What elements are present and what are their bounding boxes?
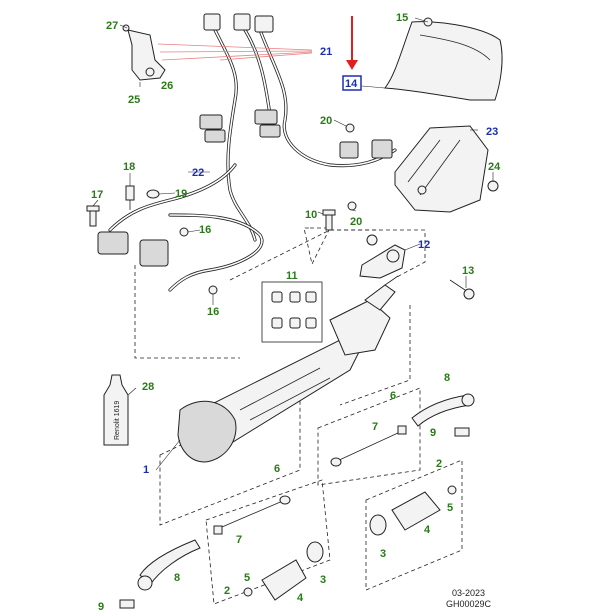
callout-23: 23 — [486, 126, 498, 138]
callout-11: 11 — [286, 270, 298, 282]
nut-7-right — [397, 425, 407, 435]
nut-9-right — [454, 427, 470, 437]
bolt-24 — [487, 180, 499, 192]
callout-6: 6 — [390, 390, 396, 402]
callout-17: 17 — [91, 189, 103, 201]
clamp-3-left — [306, 541, 324, 563]
callout-16: 16 — [207, 306, 219, 318]
callout-13: 13 — [462, 265, 474, 277]
callout-25: 25 — [128, 94, 140, 106]
callout-24: 24 — [488, 161, 501, 173]
callout-3: 3 — [380, 548, 386, 560]
callout-26: 26 — [161, 80, 173, 92]
tube-label: Renolit 1619 — [114, 401, 121, 440]
callout-18: 18 — [123, 161, 135, 173]
tie-rod-6-left — [214, 495, 291, 531]
callout-6: 6 — [274, 463, 280, 475]
bolt-10 — [322, 209, 336, 231]
grease-tube-28 — [103, 374, 129, 446]
wiring-harness-21 — [199, 13, 397, 242]
footer-code: GH00029C — [446, 599, 492, 609]
boot-4-left — [261, 559, 307, 601]
clamp-5-left — [243, 587, 253, 597]
wiring-harness-22 — [97, 163, 264, 292]
callout-7: 7 — [372, 421, 378, 433]
callout-15: 15 — [396, 12, 408, 24]
callout-5: 5 — [244, 572, 250, 584]
clip-20b — [347, 201, 357, 211]
highlight-arrow — [346, 16, 358, 70]
leader-lines-21 — [157, 43, 313, 61]
group-frames — [134, 227, 463, 605]
nut-9-left — [119, 599, 135, 609]
clamp-3-right — [369, 514, 387, 536]
sensor-18 — [125, 185, 135, 210]
callout-5: 5 — [447, 502, 453, 514]
callout-16: 16 — [199, 224, 211, 236]
mount-12 — [359, 234, 406, 279]
steering-rack-1 — [177, 275, 399, 463]
callout-2: 2 — [224, 585, 230, 597]
bolt-16b — [208, 285, 218, 295]
callout-4: 4 — [424, 524, 431, 536]
clip-19 — [146, 189, 160, 199]
clip-20a — [345, 123, 355, 133]
bushings-11 — [261, 281, 323, 343]
bolt-13 — [449, 279, 475, 300]
tie-rod-6-right — [330, 431, 401, 467]
tie-rod-end-8-left — [137, 539, 201, 591]
leader-lines — [92, 17, 494, 471]
callout-22: 22 — [192, 167, 204, 179]
callout-labels: 1 2 2 3 3 4 4 5 5 6 6 7 7 8 8 9 9 10 11 … — [91, 12, 501, 612]
callout-14: 14 — [345, 78, 358, 90]
bracket-25 — [122, 24, 166, 81]
tie-rod-end-8-right — [411, 393, 475, 427]
callout-2: 2 — [436, 458, 442, 470]
callout-20: 20 — [350, 216, 362, 228]
boot-4-right — [391, 491, 441, 531]
callout-9: 9 — [98, 601, 104, 612]
callout-20: 20 — [320, 115, 332, 127]
callout-1: 1 — [143, 464, 149, 476]
callout-9: 9 — [430, 427, 436, 439]
callout-4: 4 — [297, 592, 304, 604]
callout-10: 10 — [305, 209, 317, 221]
callout-28: 28 — [142, 381, 154, 393]
heat-shield-23 — [394, 125, 489, 213]
callout-12: 12 — [418, 239, 430, 251]
bolt-16a — [179, 227, 189, 237]
callout-19: 19 — [175, 188, 187, 200]
callout-7: 7 — [236, 534, 242, 546]
callout-8: 8 — [444, 372, 450, 384]
cover-14 — [384, 17, 503, 101]
callout-8: 8 — [174, 572, 180, 584]
footer-date: 03-2023 — [452, 588, 486, 598]
callout-27: 27 — [106, 20, 118, 32]
clamp-5-right — [447, 485, 457, 495]
callout-21: 21 — [320, 46, 332, 58]
bolt-17 — [86, 205, 100, 227]
callout-3: 3 — [320, 574, 326, 586]
callout-14-highlight: 14 — [342, 75, 362, 91]
nut-7-left — [213, 525, 223, 535]
